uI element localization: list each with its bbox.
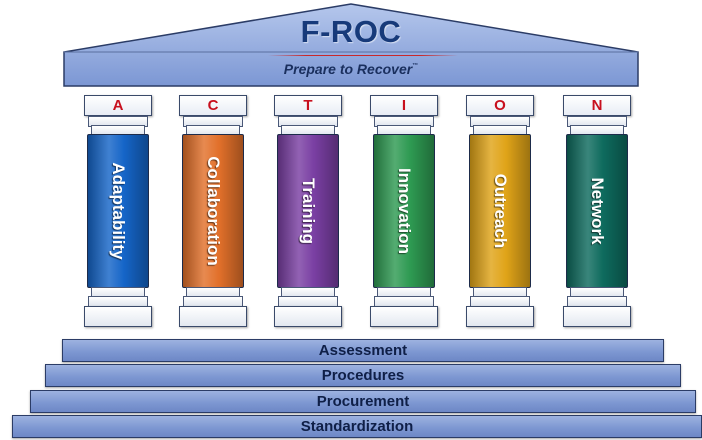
step-procedures: Procedures [45, 364, 681, 387]
pillar-letter: O [466, 95, 534, 116]
title-divider [268, 55, 458, 56]
trademark-symbol: ™ [412, 63, 419, 69]
title: F-ROC [300, 14, 402, 49]
pillar-base [370, 306, 438, 327]
pillar-letter: T [274, 95, 342, 116]
pillar-shaft: Outreach [469, 134, 531, 288]
pillar-shaft: Innovation [373, 134, 435, 288]
pillar-shaft: Training [277, 134, 339, 288]
pillar-shaft: Adaptability [87, 134, 149, 288]
pillar-adaptability: A Adaptability [84, 95, 152, 327]
pillar-label: Outreach [491, 173, 510, 249]
pillar-collaboration: C Collaboration [179, 95, 247, 327]
pillar-letter: I [370, 95, 438, 116]
pillar-label: Innovation [395, 168, 414, 254]
pillar-letter: A [84, 95, 152, 116]
pillar-base [563, 306, 631, 327]
pillar-outreach: O Outreach [466, 95, 534, 327]
pillar-shaft: Network [566, 134, 628, 288]
pillar-shaft: Collaboration [182, 134, 244, 288]
pillar-label: Adaptability [109, 162, 128, 260]
pillar-network: N Network [563, 95, 631, 327]
step-assessment: Assessment [62, 339, 664, 362]
pillar-base [179, 306, 247, 327]
pillar-base [466, 306, 534, 327]
pillar-letter: N [563, 95, 631, 116]
pillar-innovation: I Innovation [370, 95, 438, 327]
step-procurement: Procurement [30, 390, 696, 413]
pillar-training: T Training [274, 95, 342, 327]
pillar-base [84, 306, 152, 327]
subtitle: Prepare to Recover [283, 61, 413, 77]
pillar-base [274, 306, 342, 327]
pillar-label: Network [588, 177, 607, 245]
pillar-letter: C [179, 95, 247, 116]
pillar-label: Collaboration [204, 156, 223, 266]
roof [63, 3, 639, 87]
roof-pediment [63, 3, 639, 87]
step-standardization: Standardization [12, 415, 702, 438]
subtitle-line: Prepare to Recover™ [0, 61, 702, 77]
pillar-label: Training [299, 177, 318, 245]
